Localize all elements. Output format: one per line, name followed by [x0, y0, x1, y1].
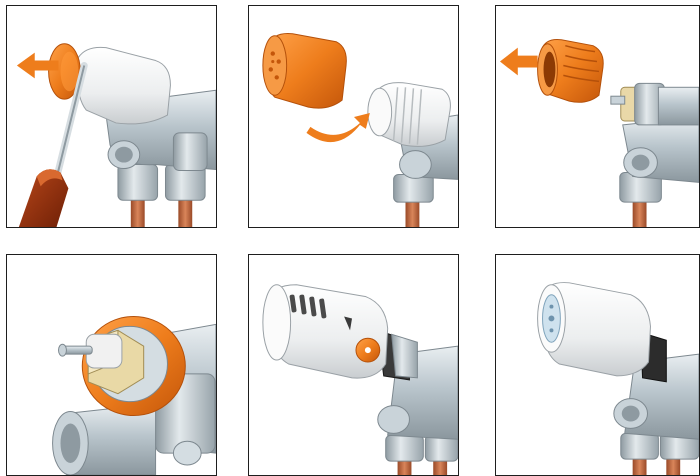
- unscrew-orange-cap-icon: [262, 33, 458, 227]
- remove-orange-adapter-ring-icon: [499, 38, 699, 227]
- installed-thermostatic-head-icon: [537, 282, 699, 475]
- step-panel-5: 5: [248, 254, 459, 476]
- remove-cap-with-screwdriver-icon: [16, 43, 216, 227]
- step-panel-1: 1: [6, 5, 217, 228]
- mount-thermostatic-head-icon: [262, 284, 458, 475]
- step-panel-4: 4: [6, 254, 217, 476]
- step-panel-3: 3: [495, 5, 700, 228]
- step-panel-2: 2: [248, 5, 459, 228]
- fit-orange-ring-on-valve-icon: [52, 315, 216, 475]
- step-panel-6: 6: [495, 254, 700, 476]
